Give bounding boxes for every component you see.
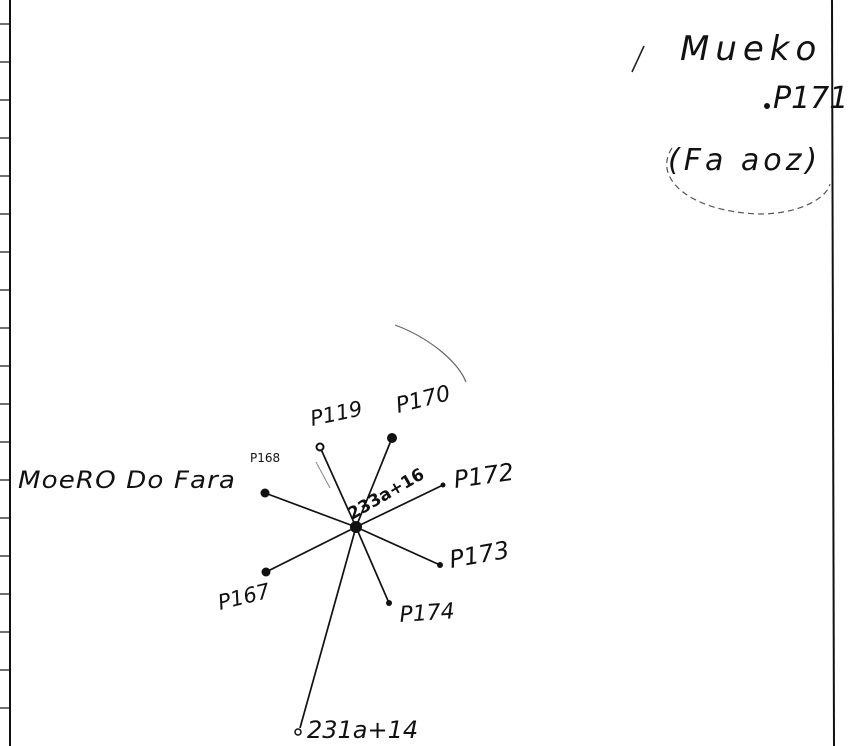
- note-dot: [764, 103, 770, 109]
- marker-p172: [441, 483, 446, 488]
- ray-p173: [356, 527, 440, 565]
- label-s231: 231a+14: [307, 716, 418, 744]
- marker-p168: [261, 489, 270, 498]
- label-p173: P173: [447, 536, 511, 574]
- note-line-2: P171: [773, 81, 848, 116]
- center-station-label: 233a+16: [345, 465, 428, 525]
- ray-s231: [300, 527, 356, 728]
- marker-p170: [387, 433, 397, 443]
- marker-p167: [262, 568, 271, 577]
- marker-p173: [437, 562, 443, 568]
- note-line-1: Mueko: [680, 29, 822, 69]
- ray-p167: [266, 527, 356, 572]
- note-line-3: (Fa aoz): [668, 143, 821, 178]
- label-p167: P167: [215, 579, 273, 615]
- margin-ticks: [0, 24, 10, 708]
- ray-p174: [356, 527, 389, 603]
- marker-p119: [317, 444, 324, 451]
- label-p170: P170: [393, 381, 453, 419]
- label-p172: P172: [452, 458, 516, 494]
- label-p119: P119: [308, 396, 365, 430]
- note-tick: [632, 46, 644, 72]
- marker-s231: [295, 729, 301, 735]
- label-p168: P168: [250, 451, 280, 465]
- corner-note: Mueko P171 (Fa aoz): [632, 29, 848, 214]
- marker-p174: [386, 600, 392, 606]
- label-p174: P174: [399, 599, 456, 628]
- left-label: MoeRO Do Fara: [18, 466, 236, 494]
- faint-arc: [395, 325, 466, 382]
